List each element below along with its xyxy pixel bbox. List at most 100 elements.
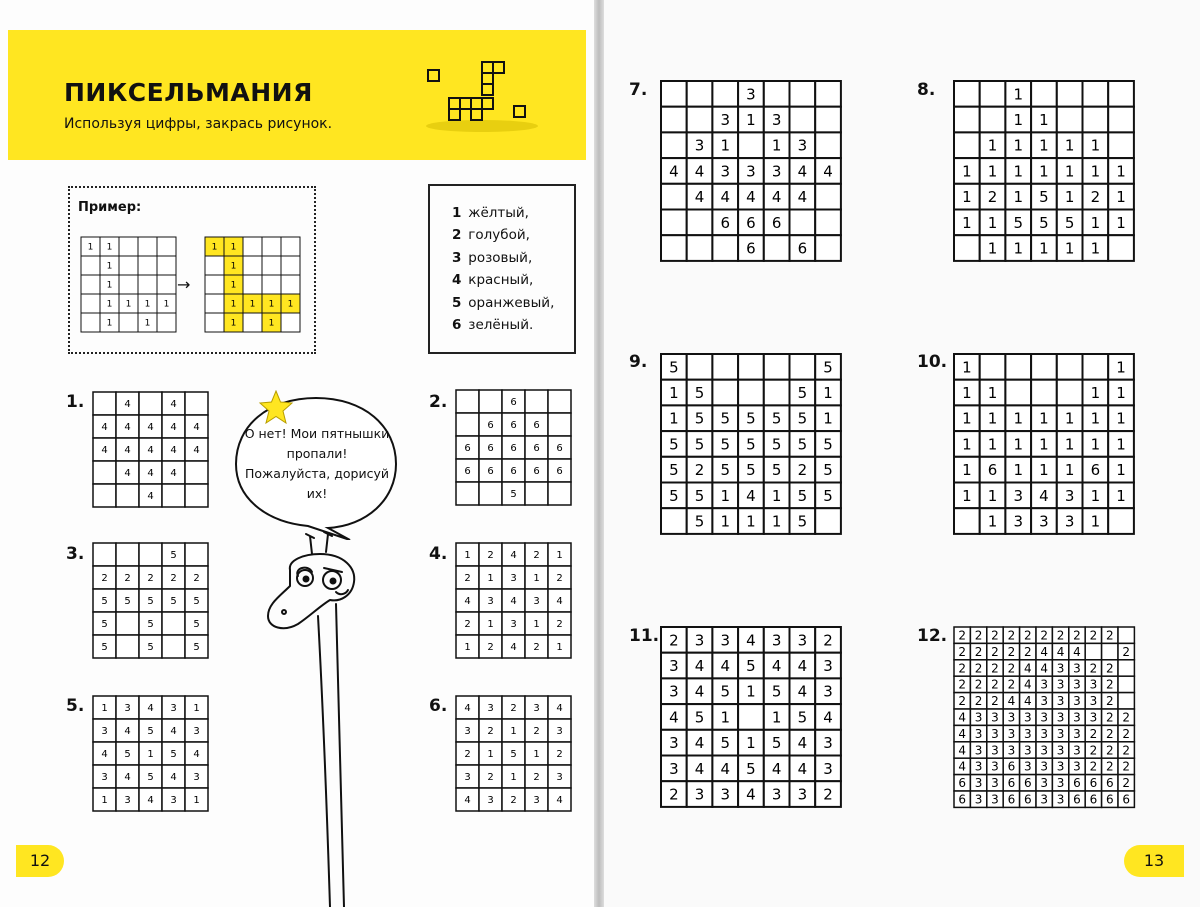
grid-cell[interactable] xyxy=(1117,790,1136,809)
grid-cell[interactable] xyxy=(737,455,765,484)
grid-cell[interactable] xyxy=(1030,208,1058,237)
grid-cell[interactable] xyxy=(1055,80,1084,108)
grid-cell[interactable] xyxy=(161,483,186,508)
grid-cell[interactable] xyxy=(242,255,263,276)
grid-cell[interactable] xyxy=(1117,626,1136,645)
grid-cell[interactable] xyxy=(788,780,817,808)
grid-cell[interactable] xyxy=(788,353,817,381)
grid-cell[interactable] xyxy=(1030,455,1058,484)
grid-cell[interactable] xyxy=(261,255,282,276)
grid-cell[interactable] xyxy=(953,80,981,108)
grid-cell[interactable] xyxy=(788,182,817,211)
grid-cell[interactable] xyxy=(1107,80,1135,108)
grid-cell[interactable] xyxy=(204,312,225,333)
grid-cell[interactable] xyxy=(711,157,740,185)
grid-cell[interactable] xyxy=(455,412,480,437)
grid-cell[interactable] xyxy=(1055,208,1084,237)
grid-cell[interactable] xyxy=(762,131,791,160)
grid-cell[interactable] xyxy=(156,274,177,295)
grid-cell[interactable] xyxy=(118,274,139,295)
grid-cell[interactable] xyxy=(1081,105,1110,134)
grid-cell[interactable] xyxy=(261,236,282,257)
grid-cell[interactable] xyxy=(204,255,225,276)
grid-cell[interactable] xyxy=(814,234,842,262)
grid-cell[interactable] xyxy=(788,80,817,108)
grid-cell[interactable] xyxy=(711,378,740,407)
grid-cell[interactable] xyxy=(737,378,765,407)
grid-cell[interactable] xyxy=(814,455,842,484)
grid-cell[interactable] xyxy=(814,430,842,458)
grid-cell[interactable] xyxy=(156,255,177,276)
grid-cell[interactable] xyxy=(137,236,158,257)
grid-cell[interactable] xyxy=(737,353,765,381)
grid-cell[interactable] xyxy=(184,483,209,508)
grid-cell[interactable] xyxy=(762,353,791,381)
grid-cell[interactable] xyxy=(184,787,209,812)
grid-cell[interactable] xyxy=(762,481,791,510)
grid-cell[interactable] xyxy=(788,208,817,237)
grid-cell[interactable] xyxy=(184,460,209,485)
grid-cell[interactable] xyxy=(788,728,817,757)
grid-cell[interactable] xyxy=(261,274,282,295)
grid-cell[interactable] xyxy=(814,182,842,211)
grid-cell[interactable] xyxy=(660,131,688,160)
grid-cell[interactable] xyxy=(660,507,688,535)
grid-cell[interactable] xyxy=(280,312,301,333)
grid-cell[interactable] xyxy=(547,634,572,659)
grid-cell[interactable] xyxy=(1030,378,1058,407)
grid-cell[interactable] xyxy=(814,208,842,237)
grid-cell[interactable] xyxy=(1081,157,1110,185)
grid-cell[interactable] xyxy=(1004,208,1033,237)
grid-cell[interactable] xyxy=(1107,105,1135,134)
grid-cell[interactable] xyxy=(280,274,301,295)
grid-cell[interactable] xyxy=(685,481,714,510)
grid-cell[interactable] xyxy=(92,391,117,416)
grid-cell[interactable] xyxy=(1055,105,1084,134)
grid-cell[interactable] xyxy=(1081,353,1110,381)
grid-cell[interactable] xyxy=(161,634,186,659)
grid-cell[interactable] xyxy=(115,483,140,508)
grid-cell[interactable] xyxy=(788,105,817,134)
grid-cell[interactable] xyxy=(660,105,688,134)
grid-cell[interactable] xyxy=(1107,182,1135,211)
grid-cell[interactable] xyxy=(762,378,791,407)
grid-cell[interactable] xyxy=(80,312,101,333)
grid-cell[interactable] xyxy=(1030,80,1058,108)
grid-cell[interactable] xyxy=(161,611,186,636)
grid-cell[interactable] xyxy=(115,542,140,567)
grid-cell[interactable] xyxy=(660,234,688,262)
grid-cell[interactable] xyxy=(118,255,139,276)
grid-cell[interactable] xyxy=(1081,80,1110,108)
grid-cell[interactable] xyxy=(1107,157,1135,185)
grid-cell[interactable] xyxy=(1055,378,1084,407)
grid-cell[interactable] xyxy=(762,430,791,458)
grid-cell[interactable] xyxy=(953,105,981,134)
grid-cell[interactable] xyxy=(762,80,791,108)
grid-cell[interactable] xyxy=(685,182,714,211)
grid-cell[interactable] xyxy=(115,611,140,636)
grid-cell[interactable] xyxy=(156,312,177,333)
grid-cell[interactable] xyxy=(788,651,817,680)
grid-cell[interactable] xyxy=(118,312,139,333)
grid-cell[interactable] xyxy=(1117,675,1136,694)
grid-cell[interactable] xyxy=(1004,404,1033,433)
grid-cell[interactable] xyxy=(1004,80,1033,108)
grid-cell[interactable] xyxy=(814,780,842,808)
grid-cell[interactable] xyxy=(737,430,765,458)
grid-cell[interactable] xyxy=(80,274,101,295)
grid-cell[interactable] xyxy=(660,80,688,108)
grid-cell[interactable] xyxy=(455,389,480,414)
grid-cell[interactable] xyxy=(204,293,225,314)
grid-cell[interactable] xyxy=(1107,131,1135,160)
grid-cell[interactable] xyxy=(1055,353,1084,381)
